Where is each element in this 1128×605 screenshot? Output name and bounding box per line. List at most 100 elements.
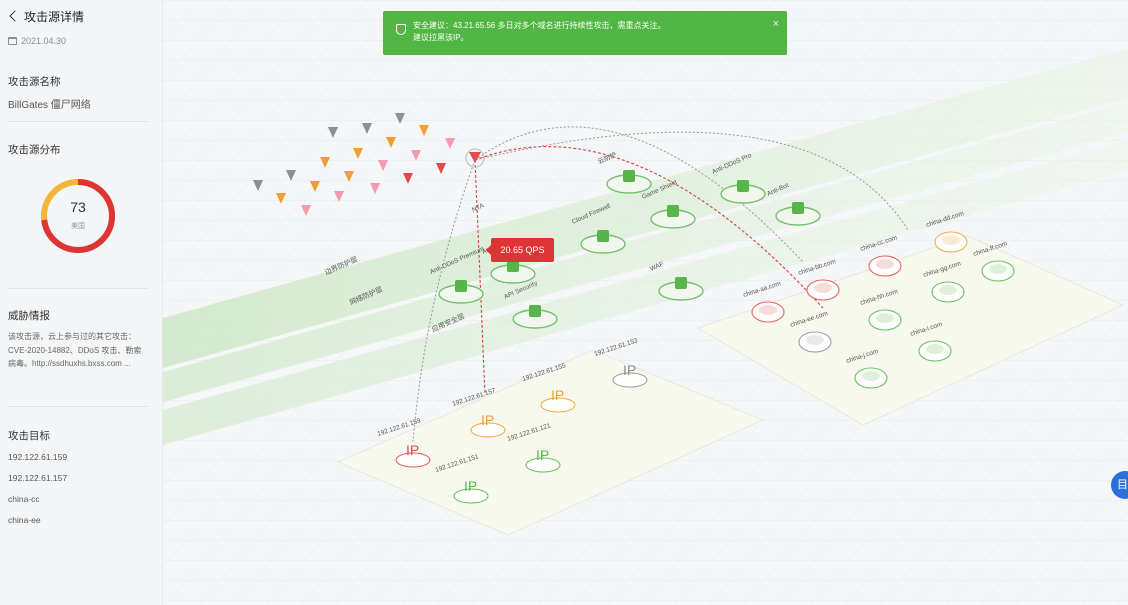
floating-menu-button[interactable]: 目 [1111,471,1128,499]
attacker-marker [301,205,311,216]
product-node-icon [623,170,635,182]
product-node-icon [529,305,541,317]
attacker-marker [395,113,405,124]
attack-line-active [474,159,486,396]
domain-node-fill [876,313,894,323]
donut-value-arc [41,179,115,253]
target-item[interactable]: 192.122.61.157 [8,473,68,483]
detail-sidebar: 攻击源详情 2021.04.30 攻击源名称 BillGates 僵尸网络 攻击… [0,0,163,605]
attack-line [412,159,476,443]
target-item[interactable]: china-cc [8,494,40,504]
attacker-markers [253,113,485,216]
target-item[interactable]: china-ee [8,515,41,525]
close-icon[interactable]: × [772,18,779,30]
ip-node-icon: IP [623,362,636,378]
attack-arc [474,131,909,231]
domain-node-cloud [981,260,1015,282]
nta-label: NTA [471,202,486,214]
attacker-marker [310,181,320,192]
ip-node-icon: IP [536,447,549,463]
source-name-title: 攻击源名称 [8,76,61,88]
donut-chart [41,179,115,253]
ip-node-icon: IP [551,387,564,403]
domain-node-cloud [798,331,832,353]
divider [8,121,148,122]
attacker-ring [465,148,485,168]
distribution-title: 攻击源分布 [8,144,61,156]
ip-node-icon: IP [464,478,477,494]
security-toast: 安全建议：43.21.65.56 多日对多个域名进行持续性攻击，需重点关注。 建… [383,11,787,55]
domain-node-fill [942,235,960,245]
ip-node-icon: IP [481,412,494,428]
domain-node-fill [989,264,1007,274]
distribution-donut: 73 美国 [38,176,118,256]
divider [8,406,148,407]
source-name-value: BillGates 僵尸网络 [8,100,91,111]
qps-badge: 20.65 QPS [486,238,554,262]
product-node-icon [597,230,609,242]
product-node-icon [792,202,804,214]
domain-node-fill [926,344,944,354]
product-node-icon [455,280,467,292]
attacker-marker [411,150,421,161]
domain-node-fill [862,371,880,381]
domain-node-cloud [868,309,902,331]
domain-node-cloud [918,340,952,362]
attack-arc [474,126,804,263]
attacker-marker [362,123,372,134]
threat-text: 该攻击源，云上参与过的其它攻击：CVE-2020-14882、DDoS 攻击、勒… [8,332,142,368]
attacker-marker [445,138,455,149]
defense-lane [163,102,1128,402]
threat-title: 威胁情报 [8,310,50,322]
ip-node-icon: IP [406,442,419,458]
attack-edges [412,126,909,443]
attacker-marker [253,180,263,191]
ip-node-base [540,397,576,413]
ip-node-base [612,372,648,388]
date-text: 2021.04.30 [21,36,67,46]
domain-node-fill [876,259,894,269]
attacker-marker [353,148,363,159]
product-node-icon [667,205,679,217]
attacker-marker [370,183,380,194]
domain-node-cloud [931,281,965,303]
attacker-marker [378,160,388,171]
targets-title: 攻击目标 [8,430,50,442]
donut-label: 美国 [71,223,85,230]
domain-node-fill [939,285,957,295]
domain-node-fill [806,335,824,345]
domain-node-cloud [934,231,968,253]
defense-lane [163,48,1128,368]
donut-value: 73 [70,199,86,215]
attacker-marker [320,157,330,168]
product-node-icon [737,180,749,192]
attacker-marker [419,125,429,136]
date-row: 2021.04.30 [8,34,162,48]
attacker-marker [328,127,338,138]
ip-node-base [395,452,431,468]
ip-node-base [525,457,561,473]
attacker-marker [334,191,344,202]
attacker-marker [286,170,296,181]
ip-node-base [470,422,506,438]
attacker-marker [386,137,396,148]
domain-node-fill [814,283,832,293]
target-item[interactable]: 192.122.61.159 [8,452,68,462]
attacker-marker [403,173,413,184]
ip-platform [336,349,765,536]
domain-node-cloud [806,279,840,301]
attack-arc-active [474,146,824,309]
active-attacker-marker [469,152,481,163]
divider [8,288,148,289]
product-node-icon [675,277,687,289]
shield-icon [396,24,406,35]
toast-line-2: 建议拉黑该IP。 [413,33,469,42]
domain-node-cloud [751,301,785,323]
attacker-marker [436,163,446,174]
chevron-left-icon [9,10,21,22]
calendar-icon [8,37,17,45]
attacker-marker [276,193,286,204]
back-button[interactable]: 攻击源详情 [8,1,162,31]
